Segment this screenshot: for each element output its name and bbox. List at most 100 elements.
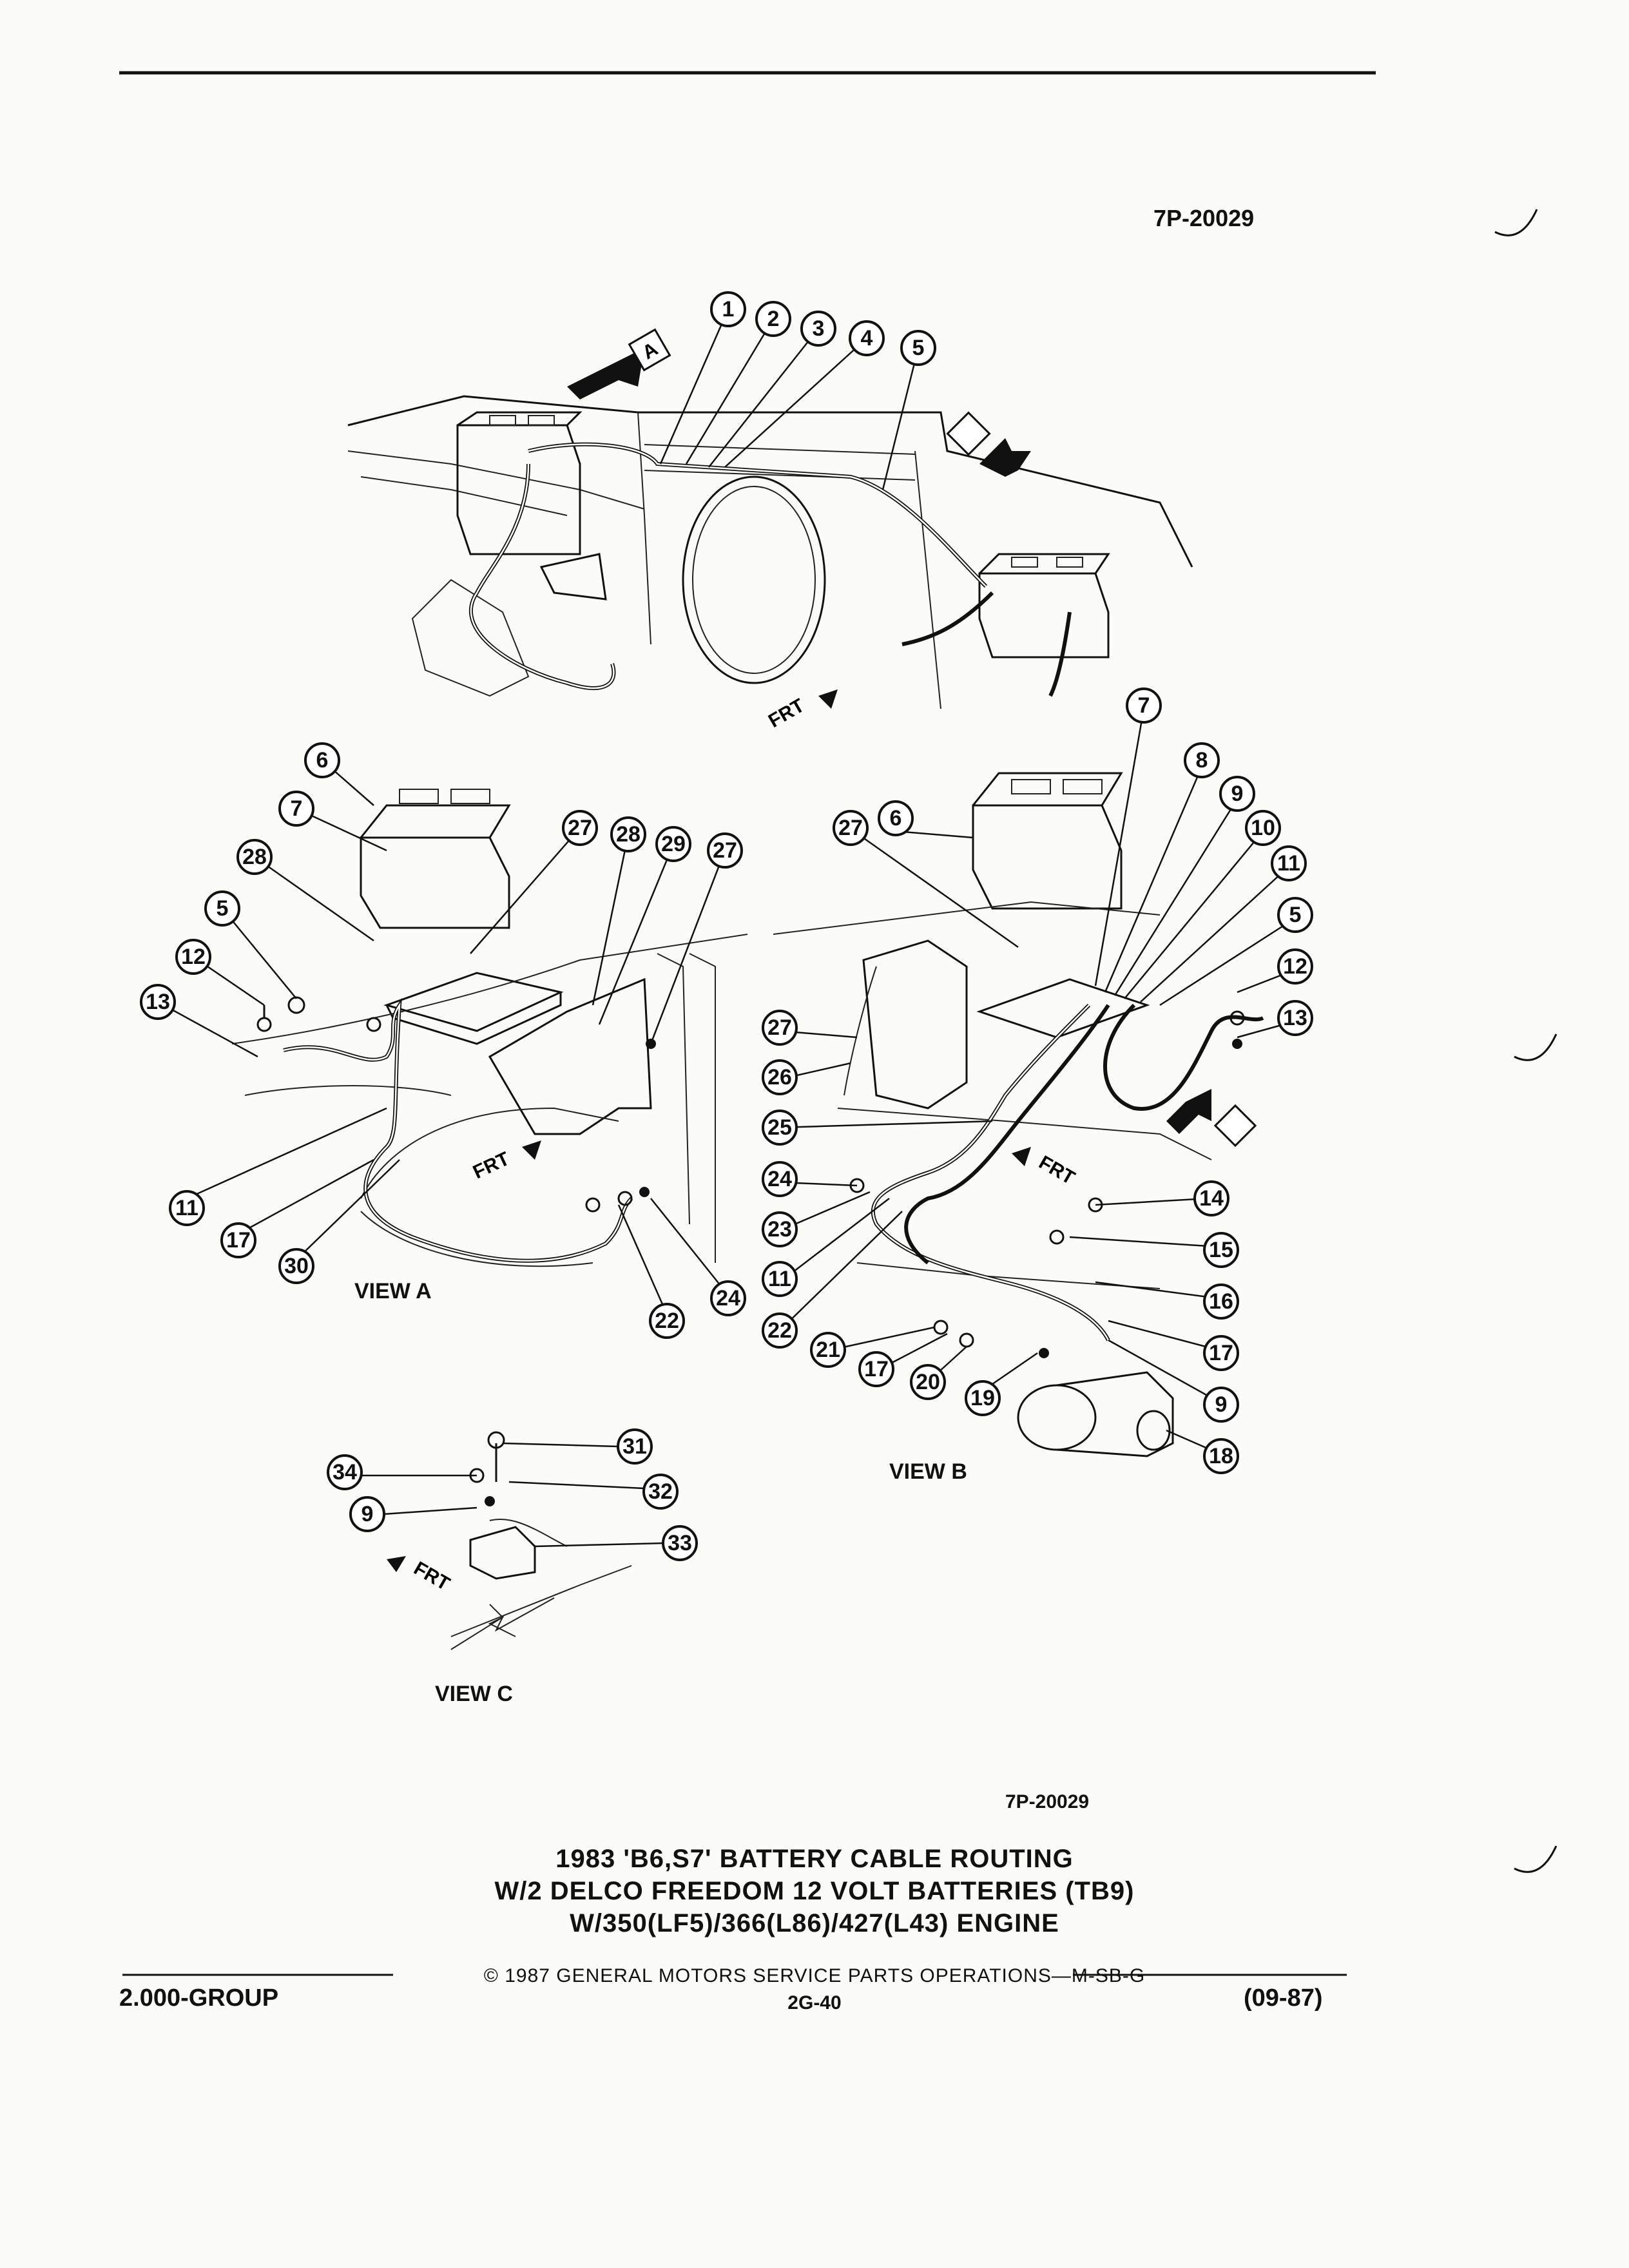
callout-12: 12 xyxy=(1277,948,1313,985)
callout-8: 8 xyxy=(1184,742,1220,778)
svg-text:19: 19 xyxy=(970,1386,995,1410)
svg-text:28: 28 xyxy=(242,845,267,869)
svg-text:6: 6 xyxy=(316,748,329,773)
callout-27: 27 xyxy=(562,810,598,846)
svg-text:16: 16 xyxy=(1209,1289,1233,1314)
callout-31: 31 xyxy=(617,1428,653,1465)
callout-28: 28 xyxy=(610,816,646,852)
view-b-drawing: FRT xyxy=(773,772,1264,1457)
callout-9: 9 xyxy=(349,1496,385,1532)
svg-text:27: 27 xyxy=(838,816,863,840)
svg-text:28: 28 xyxy=(616,822,641,847)
callout-13: 13 xyxy=(1277,1000,1313,1036)
page-number: 2G-40 xyxy=(787,1992,842,2013)
svg-text:22: 22 xyxy=(767,1318,792,1343)
svg-text:3: 3 xyxy=(813,316,825,341)
svg-text:11: 11 xyxy=(1277,851,1300,876)
title-line-3: W/350(LF5)/366(L86)/427(L43) ENGINE xyxy=(570,1909,1059,1937)
svg-text:FRT: FRT xyxy=(410,1557,454,1595)
svg-text:34: 34 xyxy=(333,1460,357,1485)
svg-text:30: 30 xyxy=(284,1254,309,1278)
svg-text:15: 15 xyxy=(1209,1238,1233,1262)
svg-text:21: 21 xyxy=(816,1338,840,1362)
group-label: 2.000-GROUP xyxy=(119,1984,279,2012)
svg-text:27: 27 xyxy=(713,838,737,863)
svg-text:32: 32 xyxy=(648,1479,673,1504)
svg-text:18: 18 xyxy=(1209,1444,1233,1468)
callout-33: 33 xyxy=(662,1525,698,1561)
svg-text:26: 26 xyxy=(767,1065,792,1090)
callout-30: 30 xyxy=(278,1248,314,1284)
callout-2: 2 xyxy=(755,301,791,337)
svg-text:29: 29 xyxy=(661,832,686,856)
callout-5: 5 xyxy=(900,330,936,366)
callout-22: 22 xyxy=(649,1303,685,1339)
view-c-drawing: FRT xyxy=(387,1431,632,1650)
callout-13: 13 xyxy=(140,984,176,1020)
callout-19: 19 xyxy=(965,1380,1001,1416)
svg-text:11: 11 xyxy=(768,1267,791,1291)
margin-mark xyxy=(1514,1845,1557,1873)
callout-6: 6 xyxy=(304,742,340,778)
callout-23: 23 xyxy=(762,1211,798,1247)
callout-5: 5 xyxy=(1277,897,1313,933)
svg-text:9: 9 xyxy=(361,1502,374,1526)
svg-text:24: 24 xyxy=(716,1286,740,1311)
callout-17: 17 xyxy=(858,1351,894,1387)
svg-text:FRT: FRT xyxy=(765,695,808,732)
callout-25: 25 xyxy=(762,1110,798,1146)
callout-14: 14 xyxy=(1193,1180,1229,1216)
svg-text:33: 33 xyxy=(668,1531,692,1555)
svg-text:24: 24 xyxy=(767,1167,792,1191)
figure-ref-bottom: 7P-20029 xyxy=(1005,1791,1090,1812)
revision-date: (09-87) xyxy=(1244,1984,1323,2012)
callouts-view-b: 7 8 9 10 11 5 12 13 6 27 27 26 25 24 23 … xyxy=(762,687,1313,1474)
svg-text:13: 13 xyxy=(1283,1006,1307,1030)
svg-text:7: 7 xyxy=(291,796,303,821)
svg-text:17: 17 xyxy=(1209,1341,1233,1365)
callout-29: 29 xyxy=(655,826,691,862)
svg-text:5: 5 xyxy=(912,336,925,360)
callout-9: 9 xyxy=(1219,776,1255,812)
callouts-top: 1 2 3 4 5 xyxy=(659,291,936,490)
callout-17: 17 xyxy=(220,1222,256,1258)
callout-7: 7 xyxy=(278,791,314,827)
svg-text:22: 22 xyxy=(655,1309,679,1333)
svg-text:4: 4 xyxy=(861,326,873,351)
svg-text:5: 5 xyxy=(217,896,229,921)
callout-10: 10 xyxy=(1245,810,1281,846)
callout-16: 16 xyxy=(1203,1283,1239,1320)
svg-text:2: 2 xyxy=(767,307,780,331)
view-b-label: VIEW B xyxy=(889,1459,967,1484)
callout-20: 20 xyxy=(910,1364,946,1400)
callout-18: 18 xyxy=(1203,1438,1239,1474)
svg-text:FRT: FRT xyxy=(470,1148,513,1184)
svg-text:10: 10 xyxy=(1251,816,1275,840)
svg-text:11: 11 xyxy=(175,1196,198,1220)
callouts-view-a: 6 7 28 5 12 13 11 17 30 27 28 29 27 22 2… xyxy=(140,742,746,1339)
svg-text:9: 9 xyxy=(1215,1392,1228,1417)
callout-27: 27 xyxy=(833,810,869,846)
callout-1: 1 xyxy=(710,291,746,327)
callouts-view-c: 34 9 31 32 33 xyxy=(327,1428,698,1561)
svg-text:12: 12 xyxy=(181,945,206,969)
callout-11: 11 xyxy=(762,1261,798,1297)
svg-text:27: 27 xyxy=(568,816,592,840)
view-a-drawing: FRT xyxy=(231,789,748,1267)
callout-24: 24 xyxy=(710,1280,746,1316)
callout-9: 9 xyxy=(1203,1387,1239,1423)
svg-text:7: 7 xyxy=(1138,693,1150,718)
svg-text:12: 12 xyxy=(1283,954,1307,979)
callout-28: 28 xyxy=(236,839,273,875)
margin-mark xyxy=(1494,209,1538,236)
svg-text:17: 17 xyxy=(864,1357,889,1381)
callout-11: 11 xyxy=(1271,845,1307,881)
svg-text:5: 5 xyxy=(1289,903,1302,927)
copyright: © 1987 GENERAL MOTORS SERVICE PARTS OPER… xyxy=(483,1965,1146,1986)
callout-5: 5 xyxy=(204,890,240,927)
figure-ref-top: 7P-20029 xyxy=(1153,205,1255,231)
svg-text:9: 9 xyxy=(1231,782,1244,806)
svg-text:20: 20 xyxy=(916,1370,940,1394)
svg-text:27: 27 xyxy=(767,1015,792,1040)
